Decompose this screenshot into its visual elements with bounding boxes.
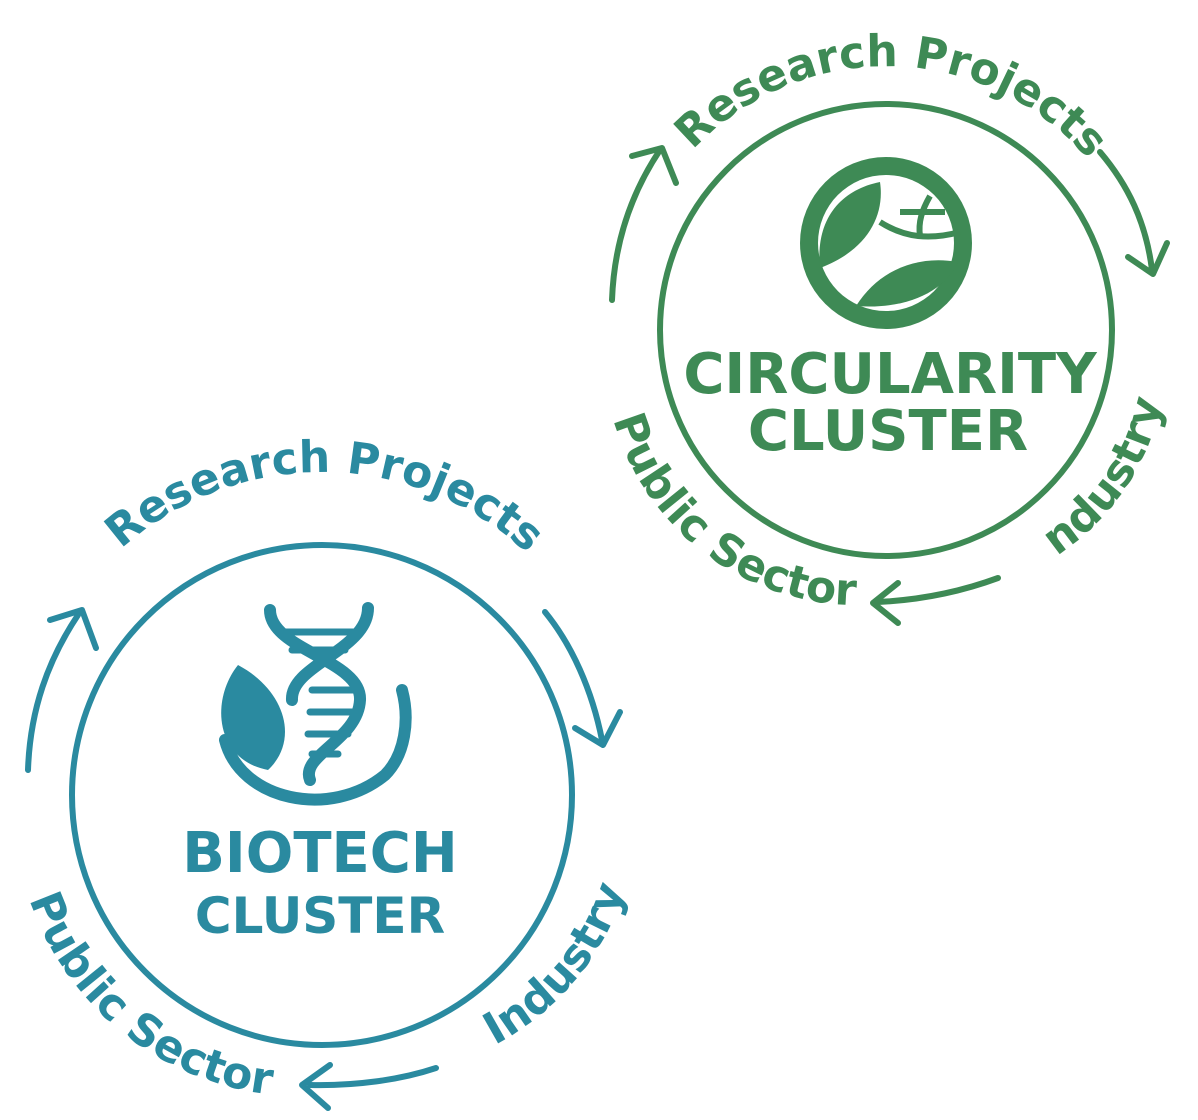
- biotech-arrowhead-bottom-icon: [299, 1062, 333, 1111]
- biotech-outer-ring: [69, 542, 575, 1048]
- circularity-cluster: [609, 101, 1170, 626]
- circularity-arrow-bottom: [875, 575, 1001, 605]
- biotech-arrowhead-left-icon: [47, 607, 99, 651]
- circularity-arrow-right: [1097, 149, 1155, 273]
- circularity-title-line2: CLUSTER: [748, 399, 1028, 464]
- biotech-title-line1: BIOTECH: [182, 821, 458, 886]
- circularity-outer-ring: [657, 101, 1115, 559]
- biotech-title-line2: CLUSTER: [195, 887, 445, 945]
- biotech-cluster: [25, 542, 623, 1111]
- circularity-label-research-projects: Research Projects: [665, 26, 1118, 167]
- circularity-arrowhead-bottom-icon: [870, 580, 901, 626]
- circularity-arrowhead-right-icon: [1125, 240, 1170, 277]
- dna-leaf-icon: [219, 602, 412, 806]
- biotech-arrow-right: [542, 609, 605, 743]
- biotech-arrow-left: [25, 612, 81, 773]
- biotech-arrowhead-right-icon: [572, 709, 623, 748]
- circularity-arrowhead-left-icon: [629, 145, 679, 186]
- circularity-title-line1: CIRCULARITY: [683, 342, 1098, 407]
- circularity-arrow-left: [609, 147, 663, 303]
- biotech-label-industry: Industry: [475, 875, 636, 1055]
- biotech-arrow-bottom: [307, 1065, 439, 1089]
- leaf-globe-icon: [800, 157, 972, 329]
